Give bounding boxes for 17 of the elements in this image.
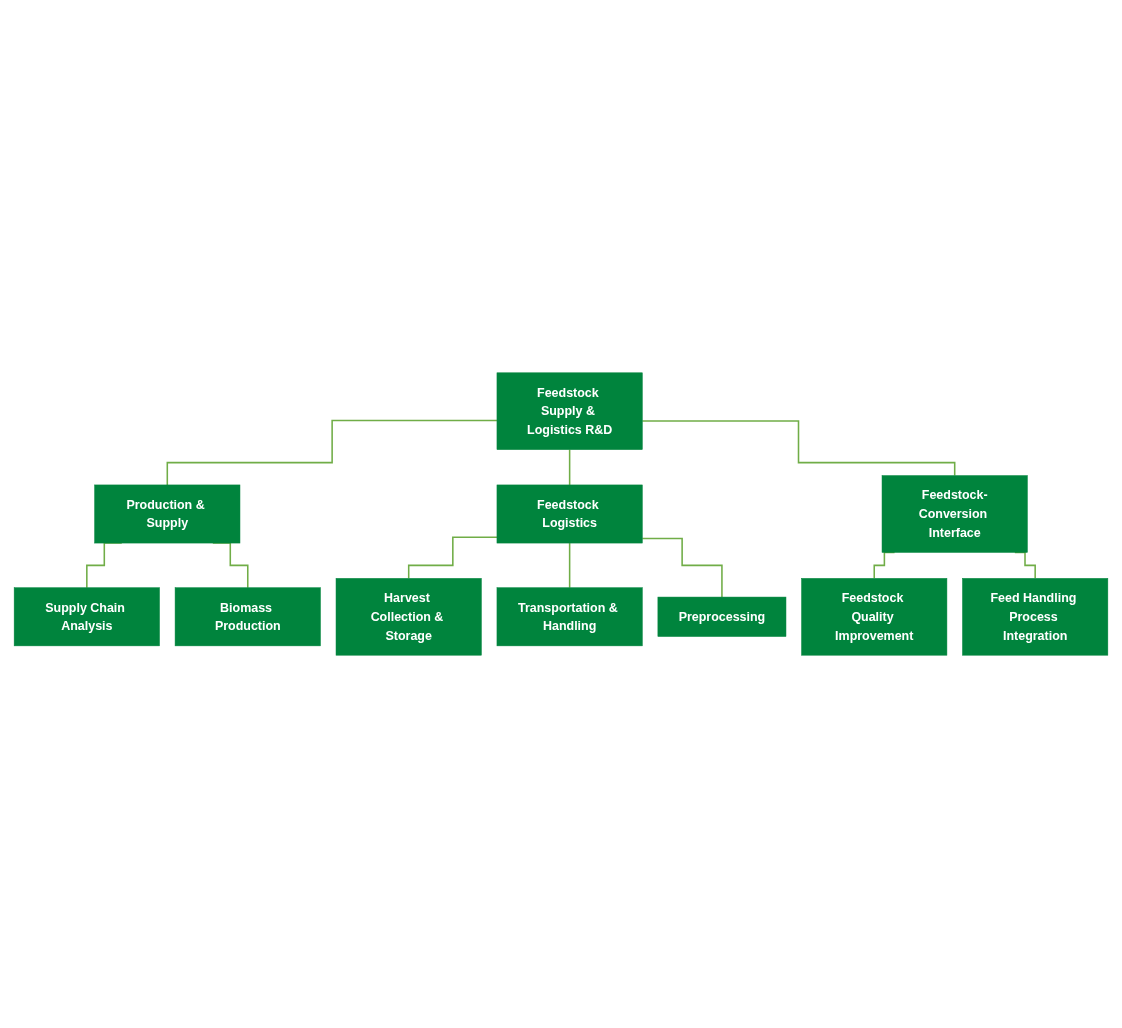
node-box: Harvest Collection & Storage <box>335 578 482 656</box>
connector <box>407 536 498 580</box>
connector <box>641 420 956 477</box>
connector <box>166 419 498 486</box>
node-box: Production & Supply <box>94 484 241 544</box>
node-box: Feedstock Logistics <box>496 484 643 544</box>
node-box: Supply Chain Analysis <box>13 587 160 647</box>
node-box: Feedstock Supply & Logistics R&D <box>496 372 643 450</box>
node-box: Feedstock Quality Improvement <box>801 578 948 656</box>
connector <box>568 448 571 486</box>
node-box: Preprocessing <box>657 596 787 637</box>
connector <box>568 542 571 589</box>
node-box: Feed Handling Process Integration <box>962 578 1109 656</box>
node-box: Feedstock-Conversion Interface <box>881 475 1028 553</box>
node-box: Transportation & Handling <box>496 587 643 647</box>
node-box: Biomass Production <box>174 587 321 647</box>
connector <box>641 537 723 598</box>
